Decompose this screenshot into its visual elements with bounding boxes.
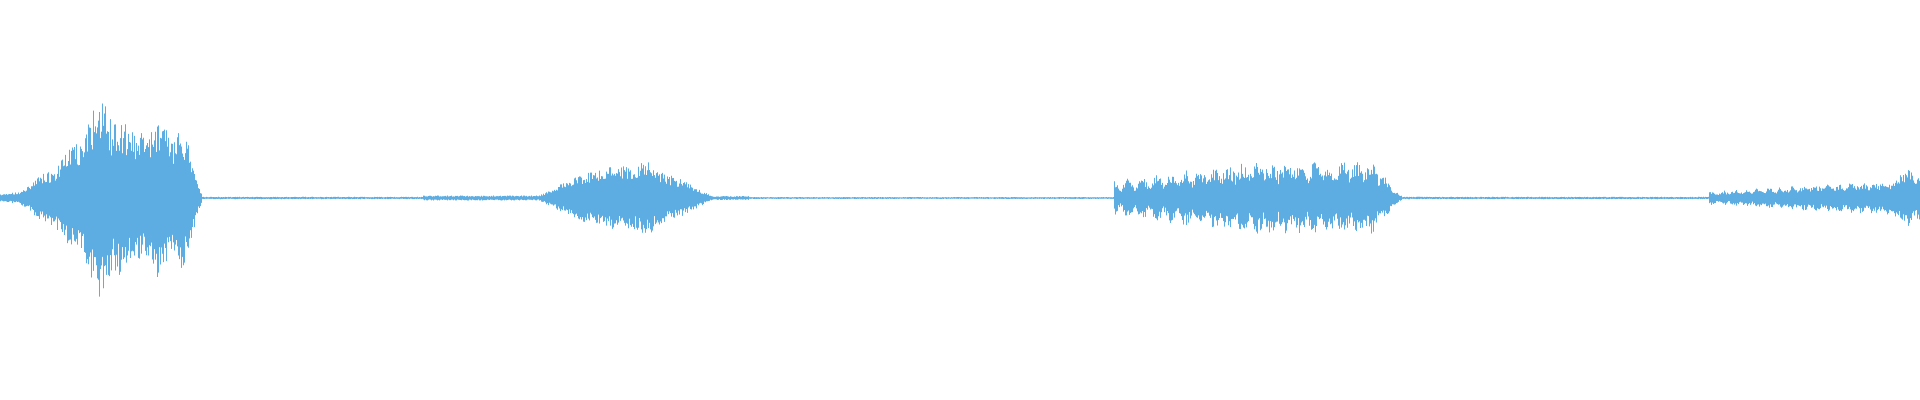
waveform-bars (0, 103, 1920, 297)
